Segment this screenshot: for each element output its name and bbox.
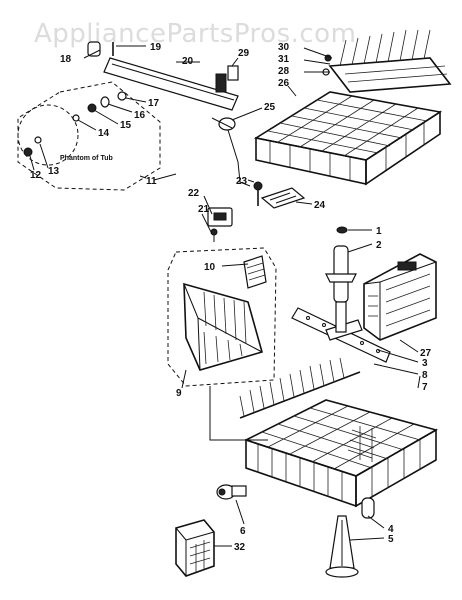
callout-30: 30 <box>278 42 290 53</box>
rack-track-assembly: Phantom of Tub <box>17 41 239 191</box>
axle-13 <box>34 136 42 144</box>
callout-32: 32 <box>234 542 246 553</box>
callout-22: 22 <box>188 188 200 199</box>
lower-spray-tube-5 <box>325 515 359 578</box>
lower-spray-arm <box>291 301 391 363</box>
callout-14: 14 <box>98 128 110 139</box>
cup-shelf <box>328 29 452 93</box>
watermark: AppliancePartsPros.com <box>34 19 356 49</box>
callout-31: 31 <box>278 54 290 65</box>
roller-17 <box>117 91 127 101</box>
screw-21 <box>210 228 218 242</box>
screw-23 <box>253 181 263 206</box>
callout-4: 4 <box>388 524 394 535</box>
callout-18: 18 <box>60 54 72 65</box>
callout-13: 13 <box>48 166 60 177</box>
upper-rack <box>253 91 443 186</box>
callout-1: 1 <box>376 226 382 237</box>
rack-wheel-6 <box>216 484 247 500</box>
callout-5: 5 <box>388 534 394 545</box>
cap-4 <box>361 497 375 519</box>
callout-23: 23 <box>236 176 248 187</box>
rack-clip-29 <box>215 65 239 93</box>
roller-16 <box>100 96 110 108</box>
leader-lines <box>29 45 421 547</box>
callout-19: 19 <box>150 42 162 53</box>
spray-tube-2 <box>325 245 357 303</box>
basket-lid-10 <box>243 255 267 289</box>
callout-15: 15 <box>120 120 132 131</box>
fold-down-tines <box>239 357 361 419</box>
roller-12 <box>23 147 33 157</box>
callout-17: 17 <box>148 98 160 109</box>
callout-24: 24 <box>314 200 326 211</box>
callout-10: 10 <box>204 262 216 273</box>
callout-8: 8 <box>422 370 428 381</box>
callout-20: 20 <box>182 56 194 67</box>
callout-27: 27 <box>420 348 432 359</box>
callout-26: 26 <box>278 78 290 89</box>
callout-28: 28 <box>278 66 290 77</box>
callout-6: 6 <box>240 526 246 537</box>
phantom-label: Phantom of Tub <box>60 155 113 162</box>
callout-numbers: 1 2 3 4 5 6 7 8 9 10 11 12 13 14 15 16 1… <box>30 42 432 553</box>
callout-21: 21 <box>198 204 210 215</box>
basket-callout-box <box>167 247 277 387</box>
bracket-24 <box>260 187 306 209</box>
callout-9: 9 <box>176 388 182 399</box>
end-cap <box>87 41 101 57</box>
latch-22 <box>207 207 233 227</box>
callout-29: 29 <box>238 48 250 59</box>
seal-1 <box>336 226 348 234</box>
callout-2: 2 <box>376 240 382 251</box>
lower-rack <box>243 399 439 508</box>
small-basket-32 <box>175 519 215 577</box>
callout-11: 11 <box>146 176 157 187</box>
callout-3: 3 <box>422 358 428 369</box>
tub-phantom-outline <box>17 81 161 191</box>
callout-16: 16 <box>134 110 146 121</box>
silverware-basket-9 <box>183 282 263 371</box>
rack-rail <box>103 57 239 111</box>
callout-12: 12 <box>30 170 42 181</box>
callout-7: 7 <box>422 382 428 393</box>
cutlery-basket-27 <box>363 253 437 341</box>
callout-25: 25 <box>264 102 276 113</box>
